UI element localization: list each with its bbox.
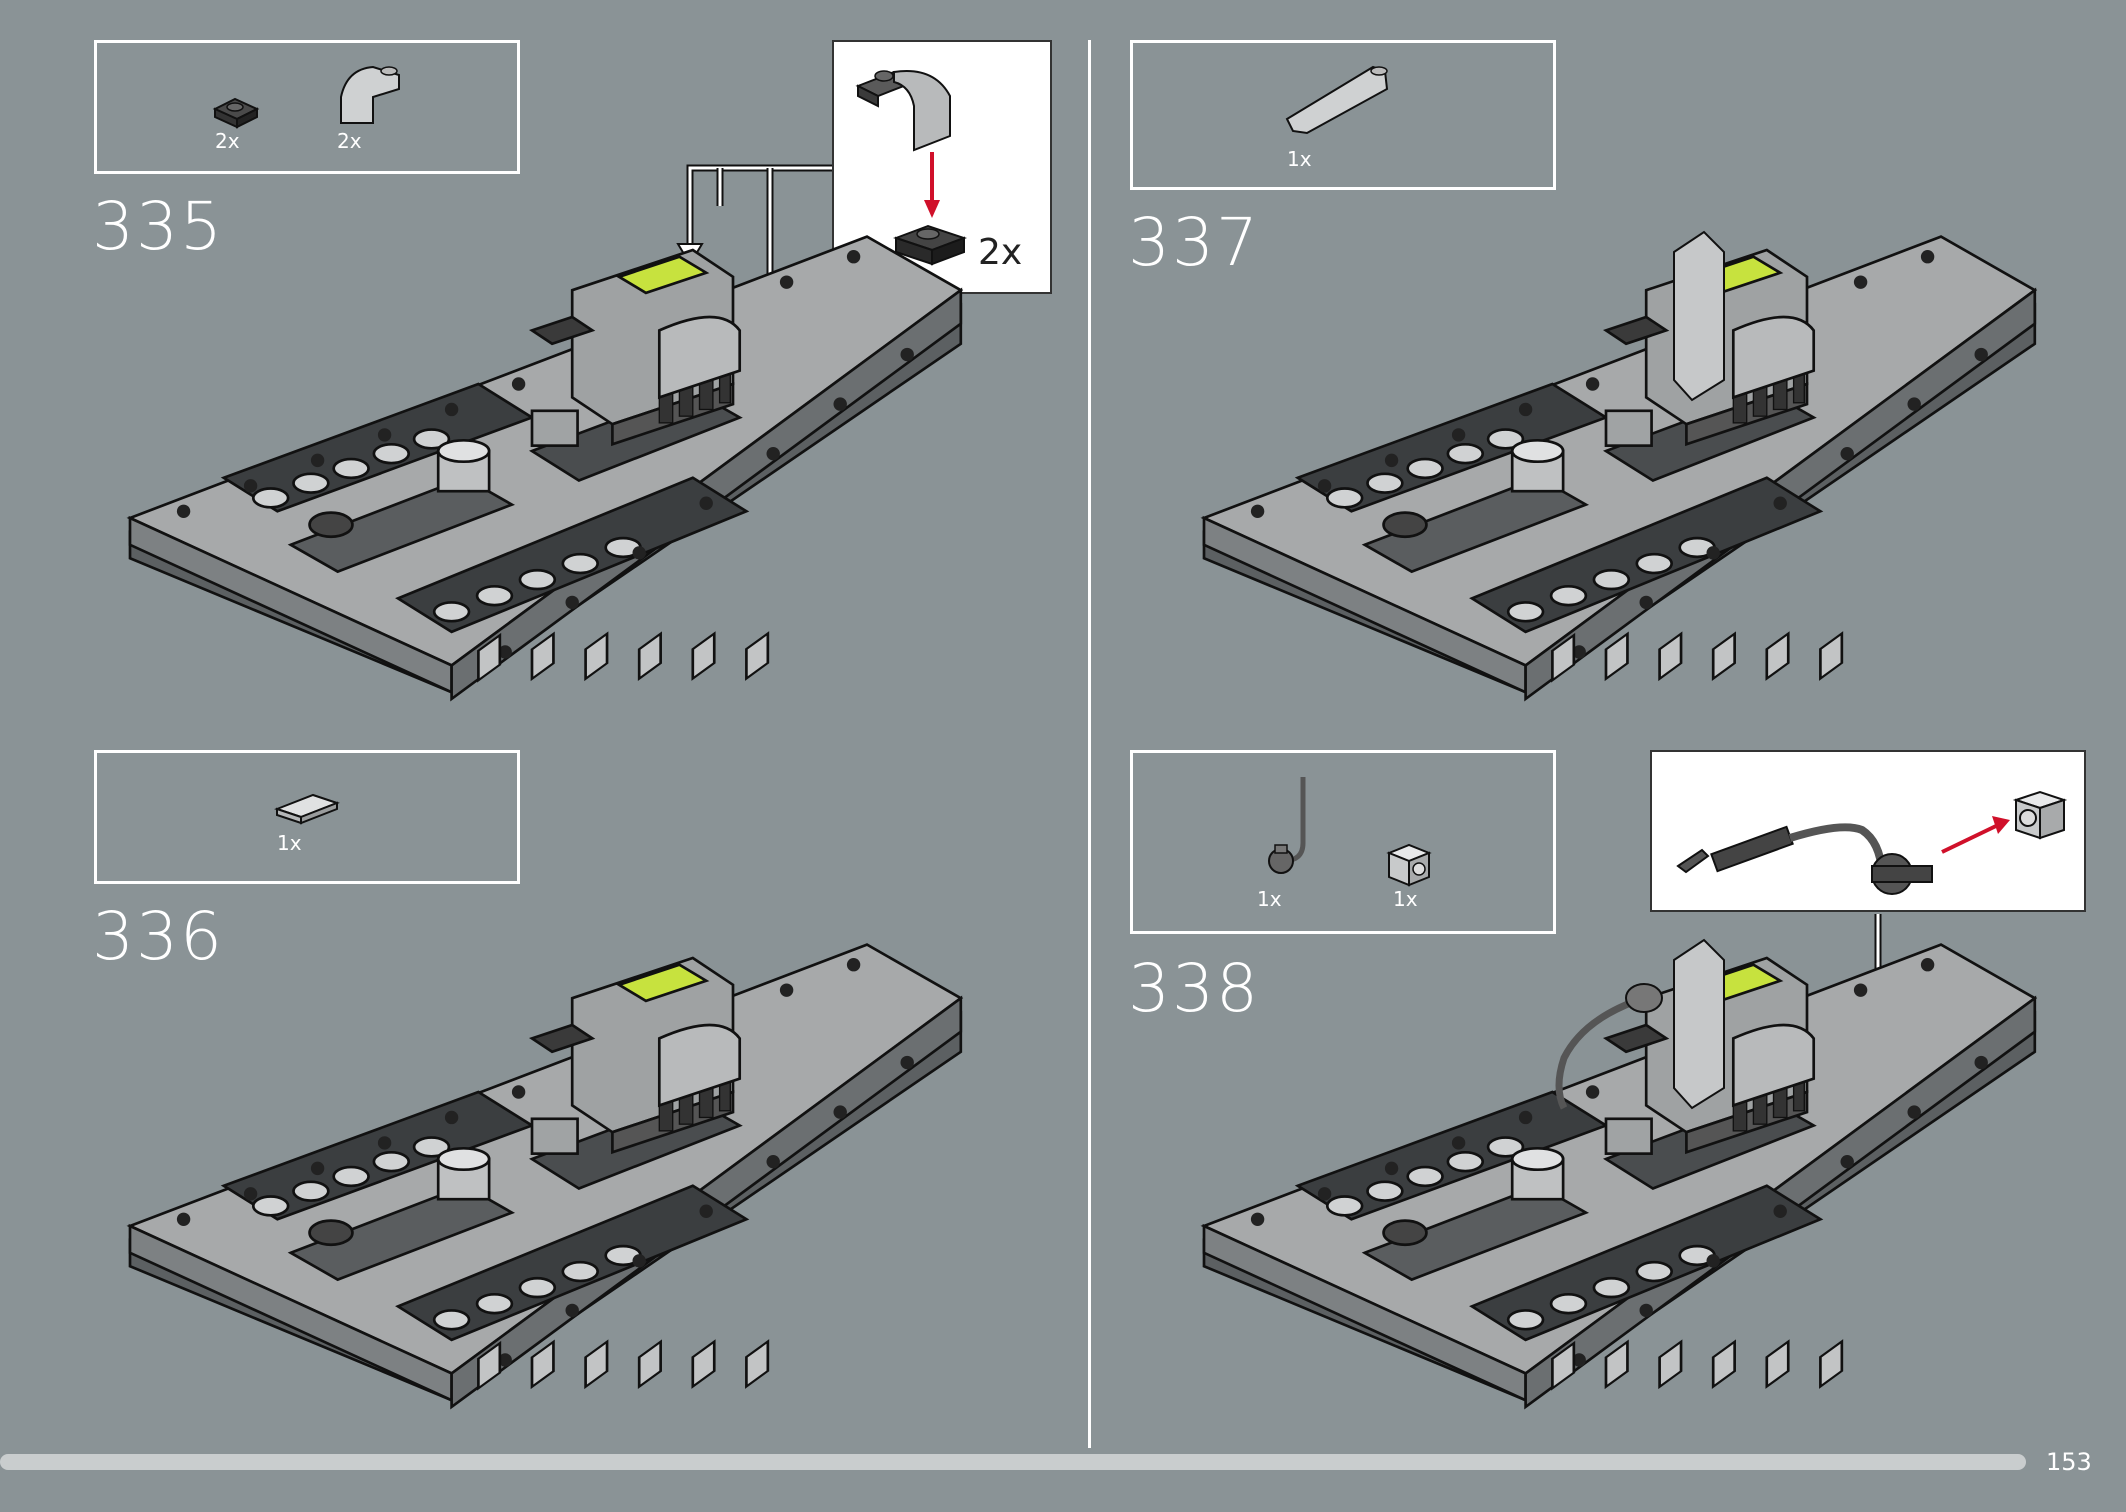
brick-1x1-stud-side-icon — [1386, 843, 1432, 887]
part-qty: 1x — [1393, 887, 1418, 911]
wedge-slope-icon — [1285, 65, 1389, 135]
tile-1x2-icon — [274, 793, 340, 825]
sub-assembly-callout — [1650, 750, 2086, 912]
step-number: 338 — [1128, 950, 1260, 1027]
parts-list-338: 1x 1x — [1130, 750, 1556, 934]
model-step-335 — [128, 235, 963, 701]
part-qty: 1x — [1287, 147, 1312, 171]
part-qty: 1x — [1257, 887, 1282, 911]
parts-list-336: 1x — [94, 750, 520, 884]
model-step-338 — [1202, 938, 2037, 1409]
model-step-337 — [1202, 230, 2037, 701]
progress-bar — [0, 1454, 2026, 1470]
part-qty: 1x — [277, 831, 302, 855]
step-number: 335 — [92, 188, 224, 265]
red-arrow-icon — [924, 152, 940, 218]
column-divider — [1088, 40, 1091, 1448]
plate-1x1-dark-icon — [893, 224, 967, 266]
curved-slope-icon — [340, 65, 400, 124]
callout-qty: 2x — [978, 232, 1023, 273]
parts-list-337: 1x — [1130, 40, 1556, 190]
hose-assembly-icon — [1268, 777, 1306, 874]
page-number: 153 — [2046, 1448, 2092, 1476]
part-qty: 2x — [337, 129, 362, 153]
parts-list-335: 2x 2x — [94, 40, 520, 174]
curved-slope-icon — [855, 70, 951, 152]
step-number: 337 — [1128, 204, 1260, 281]
step-number: 336 — [92, 898, 224, 975]
part-qty: 2x — [215, 129, 240, 153]
model-step-336 — [128, 943, 963, 1409]
hose-to-brick-icon — [1676, 790, 2068, 895]
plate-1x1-dark-icon — [212, 97, 260, 129]
